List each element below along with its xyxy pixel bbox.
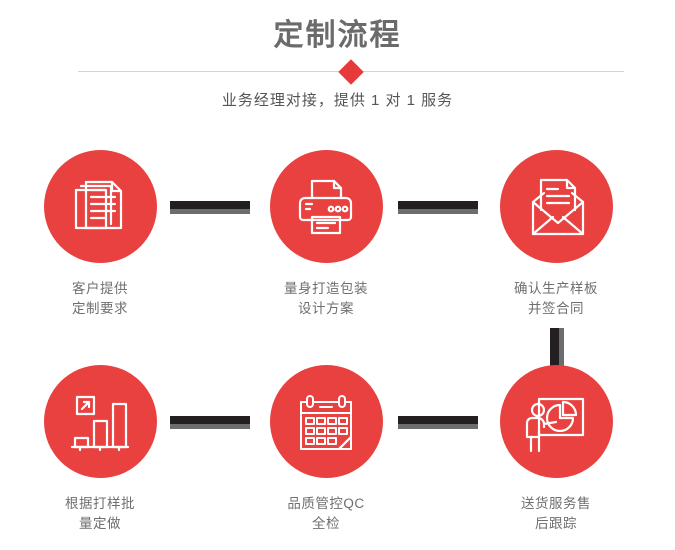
connector-row2-1: [170, 416, 250, 429]
page-title: 定制流程: [273, 19, 402, 52]
process-step-4[interactable]: 根据打样批 量定做: [10, 365, 190, 534]
connector-row1-1: [170, 201, 250, 214]
process-step-1[interactable]: 客户提供 定制要求: [10, 150, 190, 319]
step-1-label: 客户提供 定制要求: [72, 281, 128, 316]
connector-row2-2: [398, 416, 478, 429]
printer-icon: [295, 176, 357, 238]
connector-row1-2: [398, 201, 478, 214]
page-subtitle: 业务经理对接，提供 1 对 1 服务: [221, 92, 454, 109]
connector-row-bridge: [550, 328, 564, 374]
presenter-pie-chart-icon: [525, 391, 587, 453]
step-6-label: 送货服务售 后跟踪: [521, 496, 591, 531]
step-3-label: 确认生产样板 并签合同: [514, 281, 598, 316]
process-row-2: 根据打样批 量定做: [0, 365, 675, 550]
documents-stack-icon: [69, 176, 131, 238]
header-divider: [78, 59, 624, 85]
step-2-circle: [269, 150, 383, 263]
step-4-circle: [43, 365, 157, 478]
step-3-circle: [499, 150, 613, 263]
diamond-icon: [338, 59, 364, 85]
process-step-2[interactable]: 量身打造包装 设计方案: [236, 150, 416, 319]
step-5-circle: [269, 365, 383, 478]
process-steps: 客户提供 定制要求: [0, 150, 675, 550]
step-6-circle: [499, 365, 613, 478]
process-step-3[interactable]: 确认生产样板 并签合同: [466, 150, 646, 319]
bar-chart-growth-icon: [69, 391, 131, 453]
step-5-label: 品质管控QC 全检: [287, 496, 365, 531]
step-2-label: 量身打造包装 设计方案: [284, 281, 368, 316]
process-row-1: 客户提供 定制要求: [0, 150, 675, 374]
process-step-6[interactable]: 送货服务售 后跟踪: [466, 365, 646, 534]
process-step-5[interactable]: 品质管控QC 全检: [236, 365, 416, 534]
step-4-label: 根据打样批 量定做: [65, 496, 135, 531]
calendar-icon: [295, 391, 357, 453]
open-envelope-letter-icon: [525, 176, 587, 238]
step-1-circle: [43, 150, 157, 263]
